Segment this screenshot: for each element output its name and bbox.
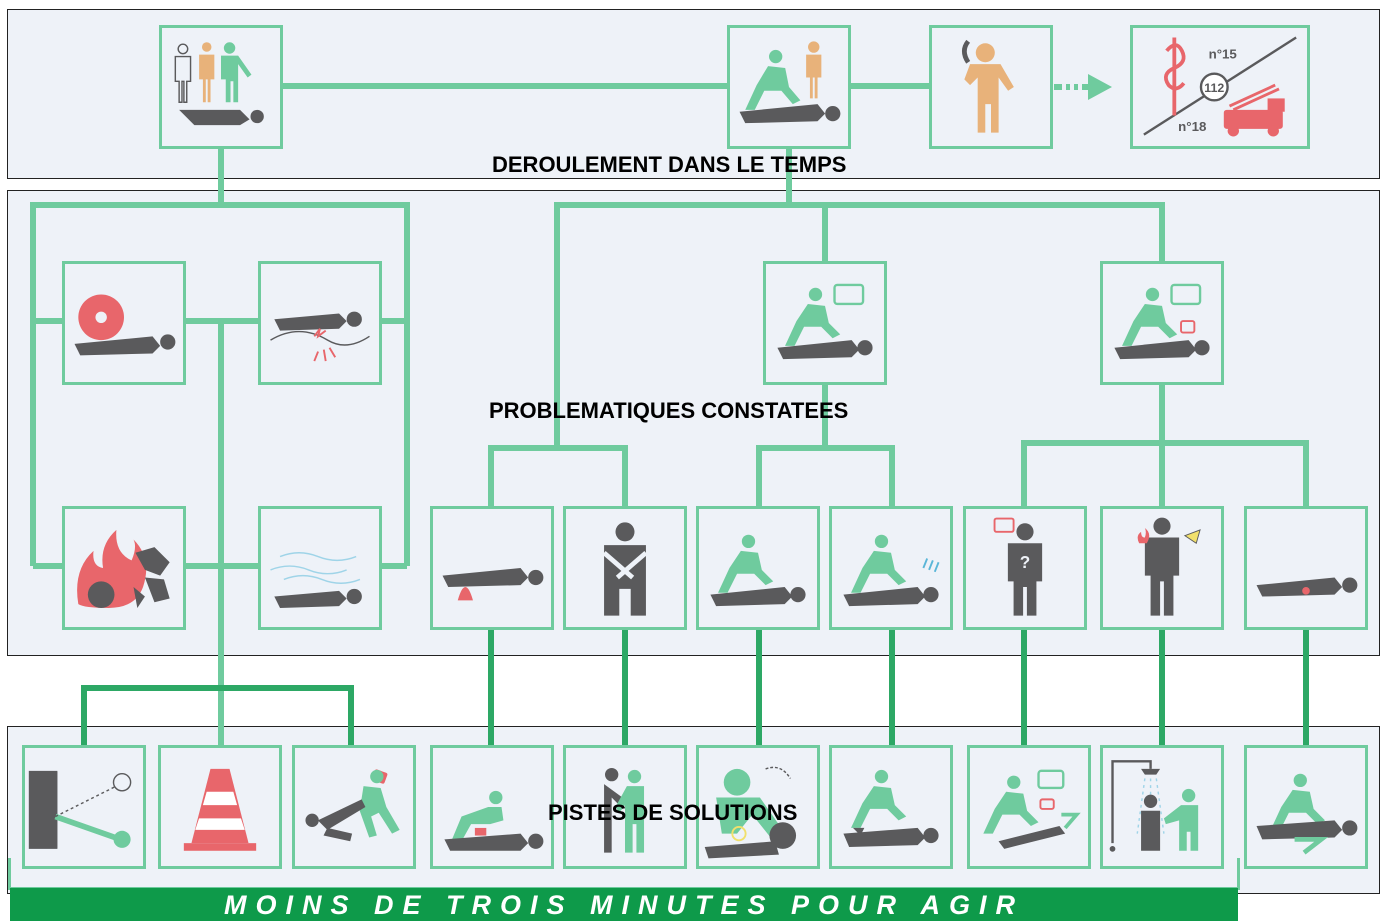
tile-choking (563, 506, 687, 630)
tile-recovery-position (829, 745, 953, 869)
tile-bleeding (430, 506, 554, 630)
immobilize-limb-icon (1256, 773, 1358, 855)
svg-text:?: ? (1020, 553, 1030, 572)
timeline-label: DEROULEMENT DANS LE TEMPS (492, 152, 847, 177)
problems-label: PROBLEMATIQUES CONSTATEES (489, 398, 849, 423)
confused-person-icon: ? (993, 517, 1043, 616)
tile-defibrillator (696, 745, 820, 869)
cardiac-massage-icon (710, 534, 806, 607)
tile-rescue-drag (292, 745, 416, 869)
tile-electric-hazard (258, 261, 382, 385)
emergency-samu-number: n°15 (1209, 46, 1238, 61)
tile-phone-call (929, 25, 1053, 149)
tile-cardiac-massage (696, 506, 820, 630)
tile-immobilize-limb (1244, 745, 1368, 869)
rescue-drag-icon (305, 769, 400, 842)
tile-limb-trauma (1244, 506, 1368, 630)
tile-traffic-cone (158, 745, 282, 869)
tile-breathing-check (829, 506, 953, 630)
tile-confused-person: ? (963, 506, 1087, 630)
emergency-pompiers-number: n°18 (1178, 119, 1206, 134)
phone-call-icon (961, 39, 1014, 133)
choking-icon (602, 522, 648, 616)
back-blows-icon (604, 767, 645, 853)
defibrillator-icon (704, 766, 797, 859)
time-banner: MOINS DE TROIS MINUTES POUR AGIR (10, 888, 1238, 921)
tile-toxic-gas (258, 506, 382, 630)
electric-hazard-icon (270, 311, 370, 362)
tile-remove-obstacle (22, 745, 146, 869)
assess-breathing-icon (1114, 283, 1210, 360)
talk-to-victim-icon (983, 769, 1081, 849)
recovery-position-icon (843, 769, 939, 847)
tile-fire-explosion (62, 506, 186, 630)
traffic-cone-icon (183, 768, 257, 851)
tile-witnesses (159, 25, 283, 149)
tile-assess-conscious (763, 261, 887, 385)
tile-compress-bleeding (430, 745, 554, 869)
obstacle-victim-icon (74, 294, 176, 356)
tile-cooling-shower (1100, 745, 1224, 869)
banner-frame (8, 858, 1240, 890)
compress-bleeding-icon (444, 790, 544, 851)
tile-talk-to-victim (967, 745, 1091, 869)
burn-injury-icon (1137, 517, 1201, 616)
tile-assess-breathing (1100, 261, 1224, 385)
emergency-services-icon: 112 n°15 n°18 (1143, 36, 1297, 137)
toxic-gas-icon (270, 552, 362, 608)
tile-first-aider (727, 25, 851, 149)
bleeding-icon (442, 568, 544, 601)
assess-conscious-icon (777, 283, 873, 360)
tile-emergency-services: 112 n°15 n°18 (1130, 25, 1310, 149)
fire-explosion-icon (77, 529, 170, 608)
cooling-shower-icon (1109, 760, 1199, 852)
tile-back-blows (563, 745, 687, 869)
tile-burn-injury (1100, 506, 1224, 630)
witnesses-icon (174, 42, 264, 126)
breathing-check-icon (843, 534, 940, 607)
tile-obstacle-victim (62, 261, 186, 385)
emergency-112: 112 (1204, 81, 1224, 95)
first-aider-icon (739, 41, 841, 124)
solutions-label: PISTES DE SOLUTIONS (548, 800, 798, 825)
remove-obstacle-icon (28, 770, 132, 849)
limb-trauma-icon (1256, 577, 1358, 597)
